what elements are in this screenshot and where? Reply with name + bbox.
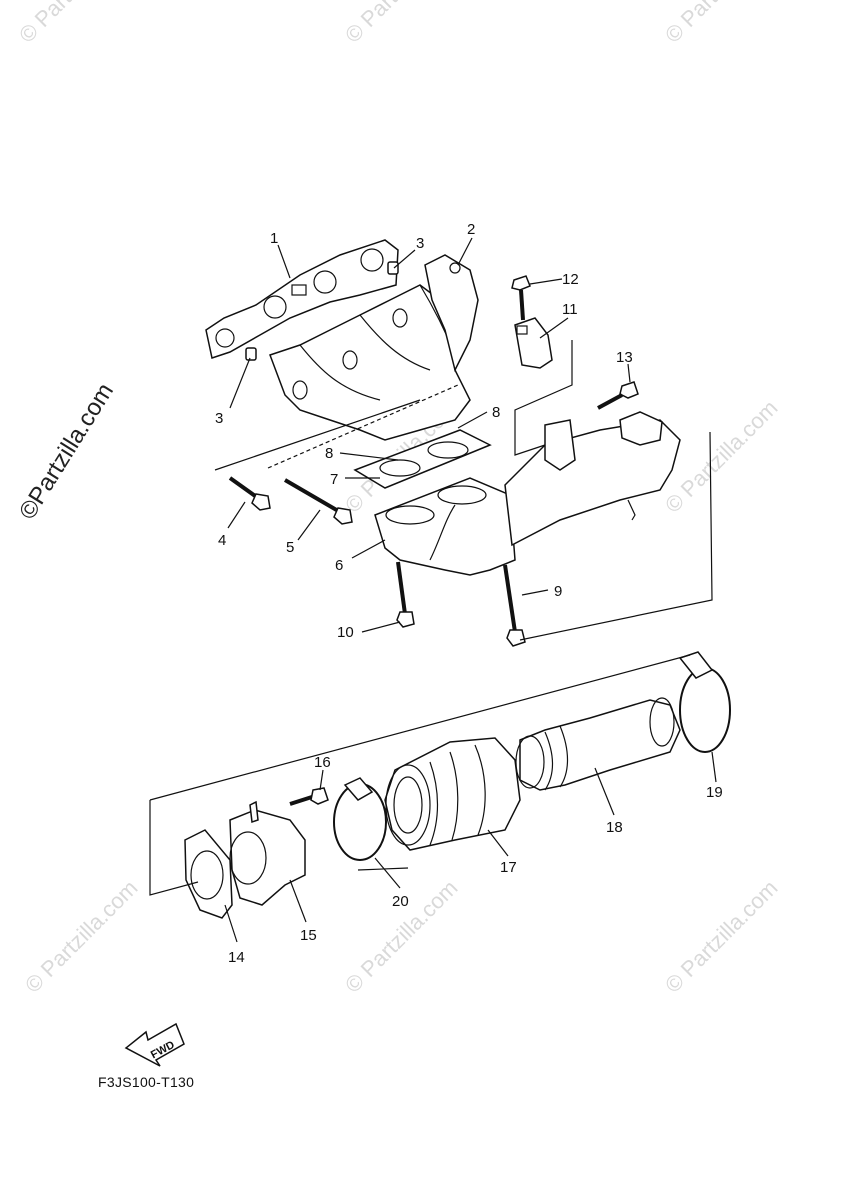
part-16-bolt: [289, 787, 329, 806]
callout-8: 8: [492, 404, 500, 421]
callout-14: 14: [228, 949, 245, 966]
callout-15: 15: [300, 927, 317, 944]
part-19-clamp: [678, 651, 731, 753]
callout-7: 7: [330, 471, 338, 488]
part-manifold-body: [269, 254, 479, 441]
grouping-lines: [149, 340, 713, 896]
part-9-bolt: [503, 564, 526, 647]
callout-11: 11: [562, 301, 578, 318]
part-17-hose: [384, 737, 521, 851]
callout-13: 13: [616, 349, 633, 366]
part-15-joint: [229, 800, 306, 906]
part-6-exhaust-chamber: [374, 477, 516, 576]
part-4-bolt: [228, 476, 271, 511]
part-20-clamp: [333, 777, 387, 861]
callout-2: 2: [467, 221, 475, 238]
callout-17: 17: [500, 859, 517, 876]
callout-1: 1: [270, 230, 278, 247]
callout-3: 3: [416, 235, 424, 252]
callout-8: 8: [325, 445, 333, 462]
part-14-gasket: [184, 829, 233, 919]
callout-12: 12: [562, 271, 579, 288]
part-3-dowel-pins: [245, 261, 399, 361]
callout-labels: 1 2 3 3 4 5 6 7 8 8 9 10 11 12 13 14 15 …: [215, 221, 723, 966]
part-12-bolt: [511, 275, 531, 321]
part-1-gasket: [205, 239, 399, 359]
part-exhaust-pipe: [504, 411, 681, 547]
callout-16: 16: [314, 754, 331, 771]
callout-10: 10: [337, 624, 354, 641]
callout-6: 6: [335, 557, 343, 574]
fwd-arrow-icon: FWD: [124, 1022, 185, 1067]
part-13-bolt: [597, 381, 639, 410]
part-5-bolt: [283, 478, 353, 525]
part-11-bracket: [514, 317, 553, 369]
callout-3: 3: [215, 410, 223, 427]
callout-9: 9: [554, 583, 562, 600]
part-10-bolt: [396, 561, 415, 628]
part-7-gasket: [353, 429, 492, 489]
callout-18: 18: [606, 819, 623, 836]
diagram-code: F3JS100-T130: [98, 1074, 195, 1090]
callout-19: 19: [706, 784, 723, 801]
leader-lines: [224, 237, 717, 943]
part-18-pipe: [515, 697, 681, 791]
callout-20: 20: [392, 893, 409, 910]
callout-5: 5: [286, 539, 294, 556]
callout-4: 4: [218, 532, 226, 549]
